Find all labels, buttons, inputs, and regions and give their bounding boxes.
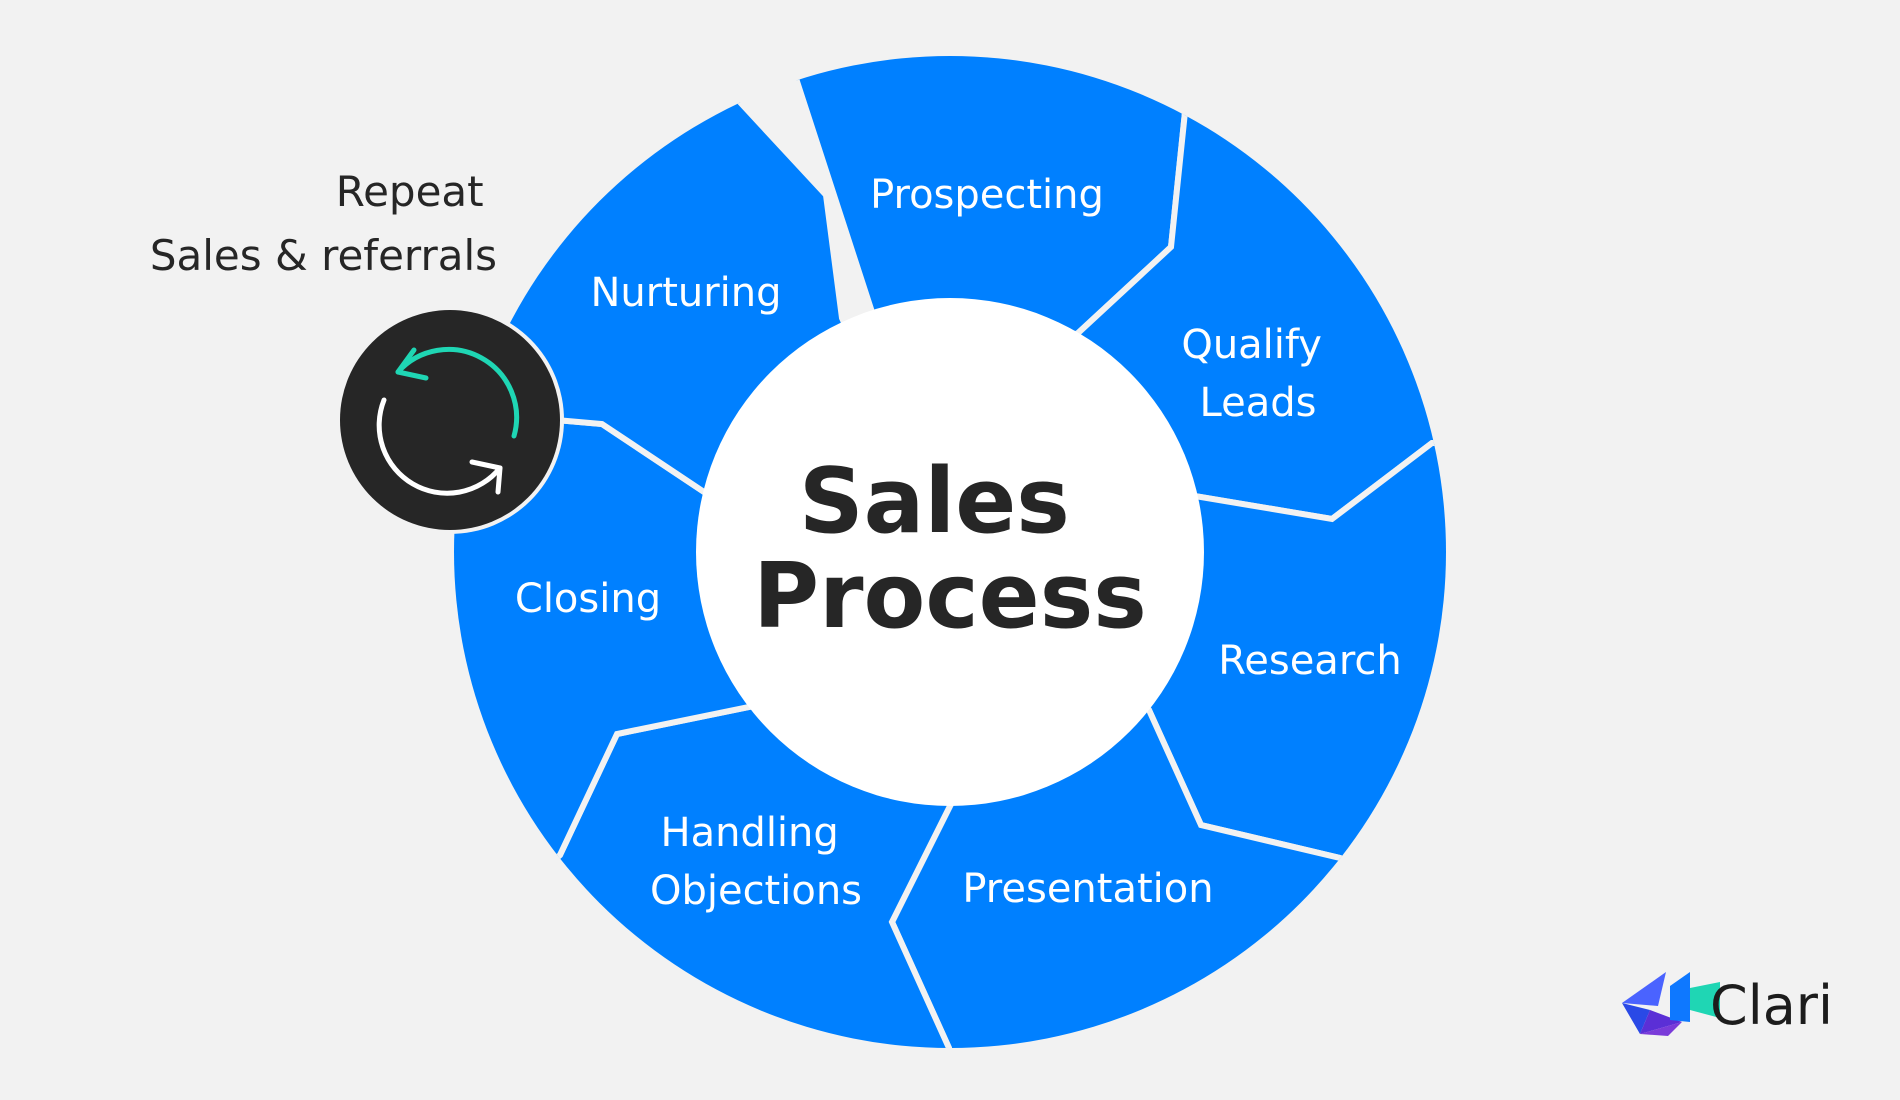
brand-name: Clari — [1710, 974, 1833, 1037]
repeat-note-line-2: Sales & referrals — [150, 231, 497, 280]
clari-logo-icon — [1622, 972, 1720, 1036]
center-circle — [696, 298, 1204, 806]
step-label-nurturing: Nurturing — [590, 270, 781, 316]
repeat-note: Repeat Sales & referrals — [150, 167, 497, 280]
step-label-qualify-leads: Qualify Leads — [1181, 322, 1334, 426]
center-title: Sales Process — [753, 449, 1147, 649]
repeat-badge[interactable] — [336, 306, 564, 534]
center-title-line-2: Process — [753, 544, 1147, 649]
center-title-line-1: Sales — [799, 449, 1070, 554]
refresh-cycle-icon — [376, 347, 520, 496]
step-label-prospecting: Prospecting — [870, 172, 1104, 218]
step-label-research: Research — [1218, 638, 1401, 684]
step-label-presentation: Presentation — [962, 866, 1213, 912]
repeat-note-line-1: Repeat — [336, 167, 484, 216]
step-label-handling-objections: Handling Objections — [650, 810, 862, 914]
step-label-closing: Closing — [515, 576, 661, 622]
clari-brand[interactable]: Clari — [1622, 972, 1833, 1037]
